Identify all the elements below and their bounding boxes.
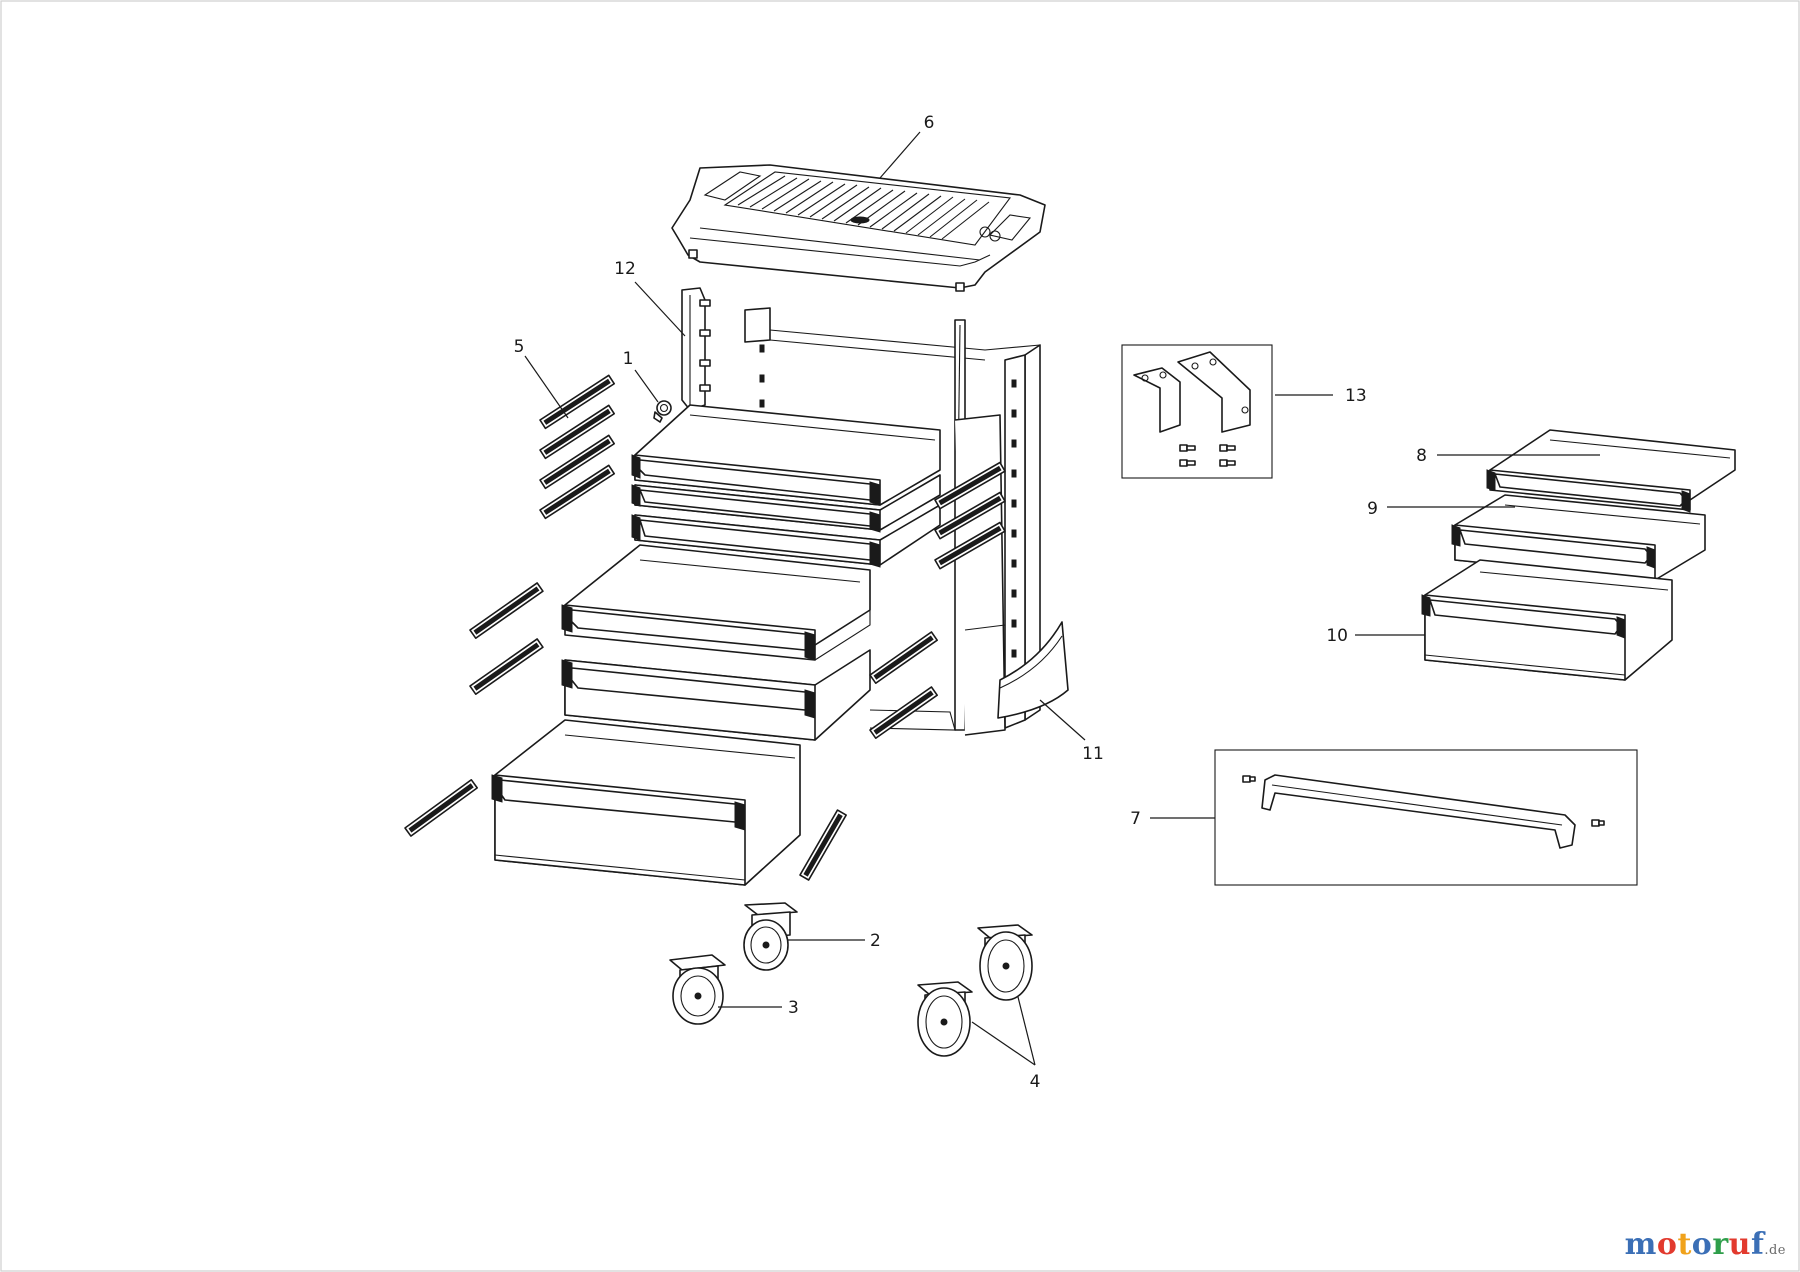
part-slide-rails [404, 374, 1006, 881]
part-handle-kit [1214, 749, 1638, 886]
part-drawer-3 [631, 504, 941, 568]
callout-6: 6 [924, 113, 935, 133]
brand-letter: r [1712, 1227, 1729, 1262]
callout-9: 9 [1367, 499, 1378, 519]
callout-11: 11 [1082, 744, 1104, 764]
part-drawer-9 [1451, 494, 1706, 581]
callout-8: 8 [1416, 446, 1427, 466]
callout-2: 2 [870, 931, 881, 951]
callout-5: 5 [514, 337, 525, 357]
part-drawer-4 [561, 544, 871, 661]
brand-letter: m [1624, 1227, 1657, 1262]
motoruf-logo: motoruf.de [1625, 1227, 1786, 1262]
part-drawer-1 [631, 404, 941, 506]
part-lock [653, 400, 672, 423]
part-bracket-kit [1121, 344, 1273, 479]
brand-letter: u [1728, 1227, 1751, 1262]
part-drawer-10 [1421, 559, 1673, 681]
part-side-panel [997, 621, 1069, 719]
part-top-tray [671, 164, 1046, 292]
part-side-profile [681, 287, 711, 411]
brand-letter: f [1750, 1227, 1765, 1262]
leader-lines [524, 131, 1600, 1066]
callout-7: 7 [1130, 809, 1141, 829]
brand-tld: .de [1764, 1243, 1786, 1258]
brand-letter: o [1691, 1227, 1713, 1262]
callout-12: 12 [614, 259, 636, 279]
part-drawer-6 [491, 719, 801, 886]
part-castor-3 [669, 954, 726, 1025]
part-drawer-2 [631, 474, 941, 533]
brand-letter: t [1677, 1227, 1692, 1262]
part-castor-2 [743, 902, 798, 971]
brand-letters: motoruf [1625, 1227, 1765, 1262]
callout-10: 10 [1326, 626, 1348, 646]
part-drawer-5 [561, 649, 871, 741]
brand-letter: o [1656, 1227, 1678, 1262]
callout-1: 1 [623, 349, 634, 369]
callout-13: 13 [1345, 386, 1367, 406]
callout-3: 3 [788, 998, 799, 1018]
part-drawer-8 [1486, 429, 1736, 513]
callout-4: 4 [1030, 1072, 1041, 1092]
part-castor-4a [977, 924, 1033, 1001]
part-castor-4b [917, 981, 973, 1057]
